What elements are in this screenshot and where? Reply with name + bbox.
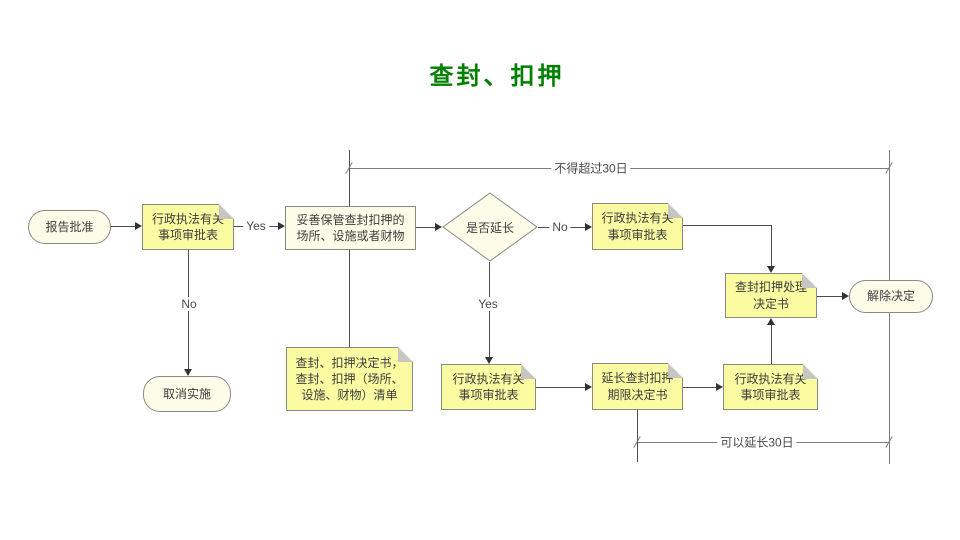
page-title: 查封、扣押 [429, 63, 565, 90]
edge-label-yes-1: Yes [243, 219, 269, 233]
node-seizure-documents: 查封、扣押决定书， 查封、扣押（场所、 设施、财物）清单 [286, 347, 413, 411]
node-approval-form-3: 行政执法有关 事项审批表 [441, 364, 536, 410]
node-approval-form-1: 行政执法有关 事项审批表 [142, 204, 234, 250]
edge-start-approval1 [111, 226, 136, 227]
arrowhead [184, 369, 192, 376]
node-extend-decision: 是否延长 [442, 192, 538, 262]
edge-handling-release [817, 296, 843, 297]
node-handling-decision-label: 查封扣押处理 决定书 [734, 280, 807, 311]
node-approval-form-4: 行政执法有关 事项审批表 [723, 364, 818, 410]
edge-safekeeping-seizuredocs [349, 250, 350, 347]
node-cancel-implementation-label: 取消实施 [162, 386, 211, 401]
annotation-max-duration: 不得超过30日 [551, 159, 631, 177]
node-start: 报告批准 [28, 210, 111, 244]
arrowhead [585, 223, 592, 231]
node-approval-form-2-label: 行政执法有关 事项审批表 [601, 211, 674, 242]
node-extension-decision-label: 延长查封扣押 期限决定书 [601, 371, 674, 402]
bracket-left-upper-line [349, 150, 350, 206]
annotation-extension-duration: 可以延长30日 [717, 433, 797, 451]
node-approval-form-1-label: 行政执法有关 事项审批表 [151, 211, 224, 242]
arrowhead [767, 266, 775, 273]
node-release-decision: 解除决定 [849, 280, 933, 313]
edge-label-no-1: No [178, 297, 200, 311]
node-start-label: 报告批准 [45, 219, 94, 234]
arrowhead [716, 383, 723, 391]
edge-extension-approval4 [683, 387, 717, 388]
arrowhead [585, 383, 592, 391]
diamond-shape [442, 192, 538, 262]
arrowhead [842, 292, 849, 300]
node-cancel-implementation: 取消实施 [143, 376, 231, 412]
node-extend-decision-label: 是否延长 [465, 220, 514, 235]
node-approval-form-3-label: 行政执法有关 事项审批表 [452, 371, 525, 402]
arrowhead [485, 357, 493, 364]
edge-extension-to-bracket [637, 410, 638, 462]
arrowhead [767, 318, 775, 325]
node-extension-decision: 延长查封扣押 期限决定书 [592, 363, 683, 410]
node-safekeeping-label: 妥善保管查封扣押的 场所、设施或者财物 [296, 212, 405, 243]
arrowhead [435, 223, 442, 231]
edge-approval2-handling-v [771, 225, 772, 267]
node-approval-form-2: 行政执法有关 事项审批表 [592, 203, 683, 250]
edge-approval3-extension [536, 387, 586, 388]
edge-safekeeping-diamond [416, 227, 436, 228]
edge-approval2-handling-h [683, 225, 771, 226]
arrowhead [135, 222, 142, 230]
node-seizure-documents-label: 查封、扣押决定书， 查封、扣押（场所、 设施、财物）清单 [295, 355, 404, 403]
edge-label-yes-2: Yes [475, 297, 501, 311]
edge-label-no-2: No [549, 220, 571, 234]
node-handling-decision: 查封扣押处理 决定书 [725, 273, 817, 318]
edge-approval4-handling [771, 325, 772, 364]
node-approval-form-4-label: 行政执法有关 事项审批表 [734, 371, 807, 402]
node-safekeeping: 妥善保管查封扣押的 场所、设施或者财物 [285, 206, 416, 250]
arrowhead [278, 222, 285, 230]
node-release-decision-label: 解除决定 [866, 289, 915, 304]
